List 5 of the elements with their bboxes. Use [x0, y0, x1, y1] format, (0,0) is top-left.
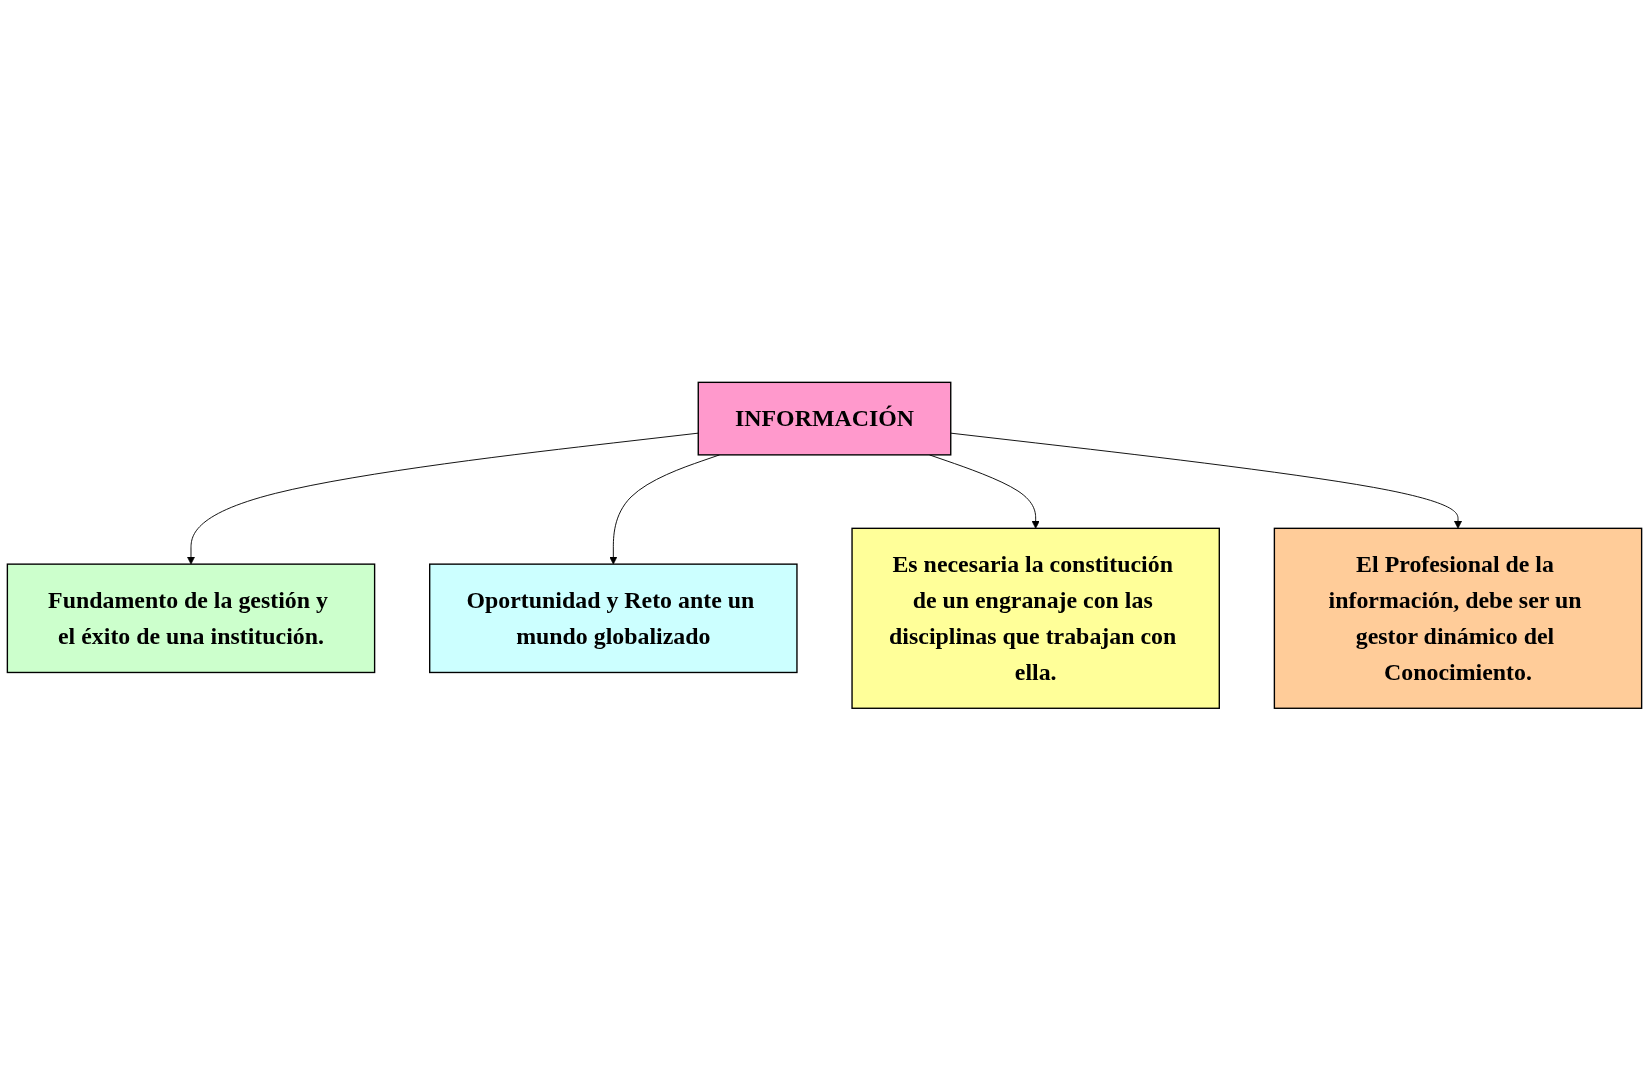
node-box: Es necesaria la constitución de un engranaje con las disciplinas que trabajan con ella. — [851, 527, 1220, 710]
node-box: El Profesional de la información, debe ser un gestor dinámico del Conocimiento. — [1273, 527, 1643, 710]
node-box: Oportunidad y Reto ante un mundo globalizado — [429, 563, 798, 674]
node-box: Fundamento de la gestión y el éxito de una institución. — [6, 563, 376, 674]
node-box: INFORMACIÓN — [697, 381, 952, 456]
